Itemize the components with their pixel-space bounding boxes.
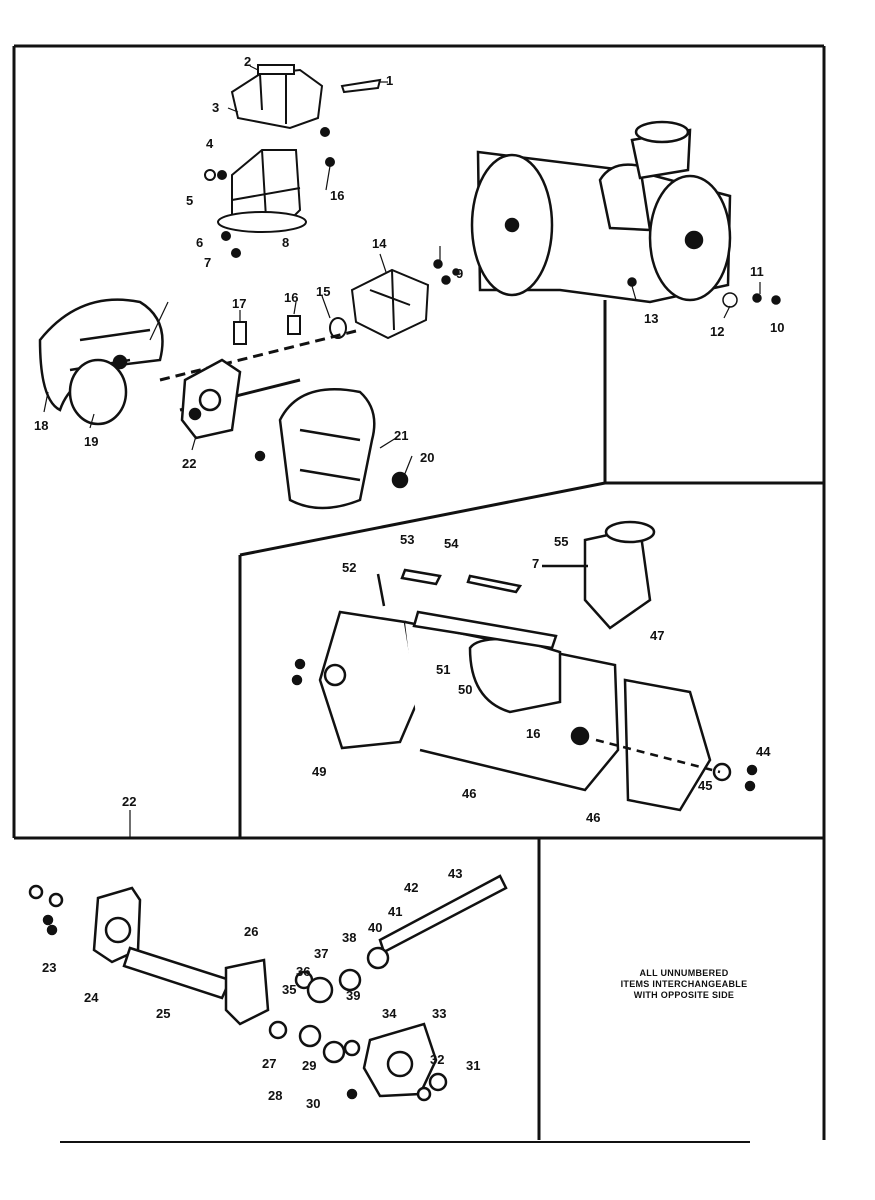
callout-33: 33	[432, 1006, 446, 1021]
callout-52: 52	[342, 560, 356, 575]
callout-17: 17	[232, 296, 246, 311]
callout-41: 41	[388, 904, 402, 919]
interchangeable-note: ALL UNNUMBERED ITEMS INTERCHANGEABLE WIT…	[568, 968, 800, 1001]
callout-35: 35	[282, 982, 296, 997]
callout-16: 16	[284, 290, 298, 305]
callout-23: 23	[42, 960, 56, 975]
callout-43: 43	[448, 866, 462, 881]
callout-32: 32	[430, 1052, 444, 1067]
callout-44: 44	[756, 744, 771, 759]
callout-36: 36	[296, 964, 310, 979]
callout-39: 39	[346, 988, 360, 1003]
callout-2: 2	[244, 54, 251, 69]
callout-10: 10	[770, 320, 784, 335]
callout-21: 21	[394, 428, 408, 443]
callout-5: 5	[186, 193, 193, 208]
callout-51: 51	[436, 662, 450, 677]
callout-53: 53	[400, 532, 414, 547]
callout-6: 6	[196, 235, 203, 250]
callout-24: 24	[84, 990, 99, 1005]
callout-49: 49	[312, 764, 326, 779]
callout-7: 7	[204, 255, 211, 270]
callout-34: 34	[382, 1006, 397, 1021]
callout-16c: 16	[526, 726, 540, 741]
callout-25: 25	[156, 1006, 170, 1021]
callout-7b: 7	[532, 556, 539, 571]
callout-labels: 1 2 3 4 5 6 7 8 9 10 11 12 13 14 15 16 1…	[34, 54, 784, 1111]
callout-15: 15	[316, 284, 330, 299]
callout-4: 4	[206, 136, 214, 151]
hardware-part	[433, 259, 781, 308]
callout-37: 37	[314, 946, 328, 961]
note-line-2: ITEMS INTERCHANGEABLE	[620, 979, 748, 989]
callout-9: 9	[456, 266, 463, 281]
chute-part	[204, 127, 335, 258]
callout-13: 13	[644, 311, 658, 326]
callout-18: 18	[34, 418, 48, 433]
callout-50: 50	[458, 682, 472, 697]
callout-55: 55	[554, 534, 568, 549]
auger-flight-part	[38, 298, 409, 510]
diagram-frame	[12, 44, 826, 1143]
callout-22b: 22	[122, 794, 136, 809]
note-line-3: WITH OPPOSITE SIDE	[633, 990, 735, 1000]
callout-38: 38	[342, 930, 356, 945]
callout-40: 40	[368, 920, 382, 935]
callout-14: 14	[372, 236, 387, 251]
callout-26: 26	[244, 924, 258, 939]
callout-47: 47	[650, 628, 664, 643]
gearbox-part	[180, 358, 242, 440]
callout-19: 19	[84, 434, 98, 449]
callout-1: 1	[386, 73, 393, 88]
callout-46b: 46	[462, 786, 476, 801]
callout-16b: 16	[330, 188, 344, 203]
callout-54: 54	[444, 536, 459, 551]
callout-12: 12	[710, 324, 724, 339]
callout-29: 29	[302, 1058, 316, 1073]
auger-housing-part	[470, 120, 732, 304]
callout-28: 28	[268, 1088, 282, 1103]
impeller-part	[233, 268, 430, 345]
chute-deflector-part	[230, 64, 382, 130]
callout-3: 3	[212, 100, 219, 115]
housing-assembly-part	[291, 520, 758, 812]
callout-8: 8	[282, 235, 289, 250]
note-line-1: ALL UNNUMBERED	[639, 968, 729, 978]
callout-leaders	[43, 65, 761, 838]
callout-42: 42	[404, 880, 418, 895]
callout-30: 30	[306, 1096, 320, 1111]
callout-46: 46	[586, 810, 600, 825]
callout-45: 45	[698, 778, 712, 793]
callout-27: 27	[262, 1056, 276, 1071]
gear-case-exploded-part	[28, 874, 508, 1102]
callout-20: 20	[420, 450, 434, 465]
callout-31: 31	[466, 1058, 480, 1073]
callout-11: 11	[750, 264, 764, 279]
callout-22: 22	[182, 456, 196, 471]
